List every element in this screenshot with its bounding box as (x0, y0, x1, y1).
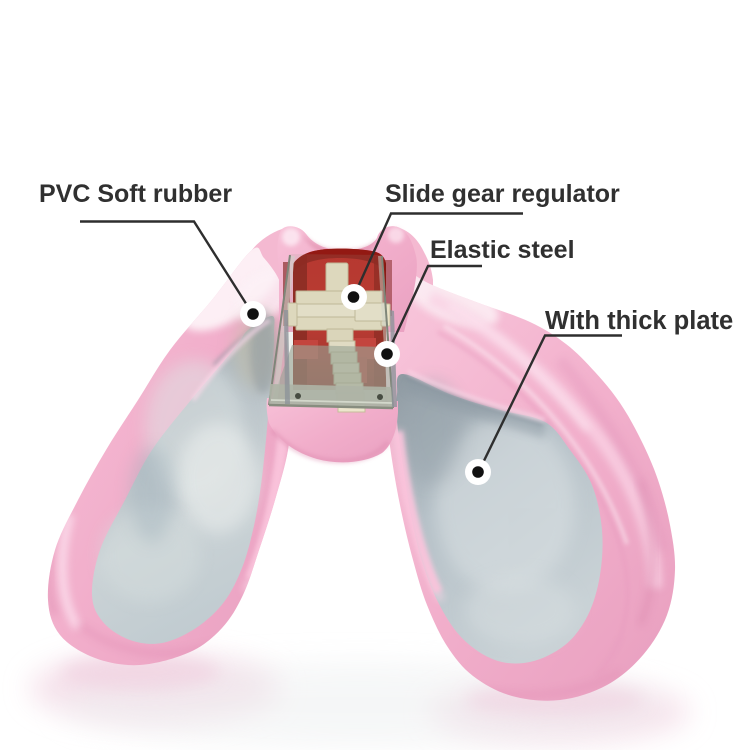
svg-text:PVC Soft rubber: PVC Soft rubber (39, 180, 232, 208)
svg-text:Elastic steel: Elastic steel (430, 236, 575, 264)
svg-text:Slide gear regulator: Slide gear regulator (385, 180, 620, 208)
svg-text:With thick plate: With thick plate (545, 307, 733, 335)
